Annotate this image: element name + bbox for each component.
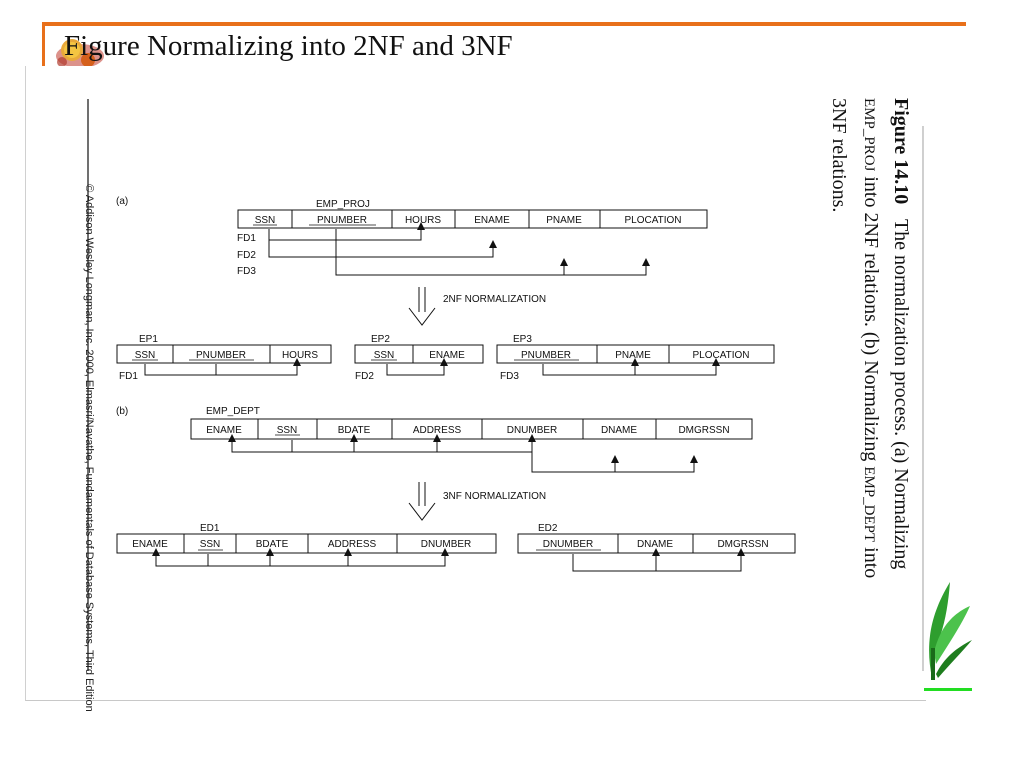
ep2-fd-arrows [386, 358, 448, 376]
ep1-name: EP1 [139, 334, 158, 345]
figure-caption-text: into [860, 176, 882, 208]
ed1-fd-arrows [152, 548, 449, 567]
svg-text:DNUMBER: DNUMBER [543, 539, 594, 550]
emp-proj-attr: PNAME [546, 215, 582, 226]
ep1-table: SSN PNUMBER HOURS [116, 344, 332, 364]
decorative-green-line [924, 688, 972, 691]
ep1-fd-arrows [144, 358, 301, 376]
title-accent-left-bar [42, 22, 45, 66]
svg-text:ADDRESS: ADDRESS [328, 539, 377, 550]
ed1-name: ED1 [200, 523, 220, 534]
svg-text:SSN: SSN [135, 350, 156, 361]
svg-text:HOURS: HOURS [282, 350, 318, 361]
ep3-table: PNUMBER PNAME PLOCATION [496, 344, 775, 364]
figure-caption-emp-dept: EMP_DEPT [861, 466, 877, 543]
svg-text:SSN: SSN [200, 539, 221, 550]
normalization-label: 3NF NORMALIZATION [443, 491, 546, 502]
figure-caption: Figure 14.10 The normalization process. … [824, 98, 916, 618]
svg-text:ENAME: ENAME [132, 539, 168, 550]
emp-proj-table: SSN PNUMBER HOURS ENAME PNAME PLOCATION [237, 209, 708, 229]
emp-proj-name: EMP_PROJ [316, 199, 370, 210]
figure-caption-text: 2NF relations. (b) Normalizing [860, 212, 882, 462]
figure-top-edge [26, 66, 926, 68]
emp-dept-attr: DNUMBER [507, 425, 558, 436]
fd-label: FD3 [237, 266, 256, 277]
fd-label: FD1 [237, 233, 256, 244]
emp-dept-name: EMP_DEPT [206, 406, 260, 417]
copyright-caption: © Addison Wesley Longman, Inc. 2000, Elm… [83, 184, 95, 712]
emp-proj-attr: PNUMBER [317, 215, 367, 226]
ed2-table: DNUMBER DNAME DMGRSSN [517, 533, 796, 554]
ed2-name: ED2 [538, 523, 558, 534]
normalization-label: 2NF NORMALIZATION [443, 294, 546, 305]
svg-text:DMGRSSN: DMGRSSN [717, 539, 768, 550]
normalization-diagram: (a) EMP_PROJ SSN PNUMBER HOURS ENAME PNA… [26, 66, 926, 671]
fd1-arrows [268, 222, 425, 241]
fd-label: FD2 [355, 371, 374, 382]
emp-dept-attr: DMGRSSN [678, 425, 729, 436]
emp-dept-attr: ADDRESS [413, 425, 462, 436]
figure-caption-text: The normalization process. (a) Normalizi… [890, 218, 912, 570]
emp-dept-attr: DNAME [601, 425, 637, 436]
normalization-arrow [408, 482, 436, 521]
emp-dept-fd-arrows [228, 434, 698, 473]
fd-label: FD3 [500, 371, 519, 382]
slide-title: Figure Normalizing into 2NF and 3NF [64, 30, 513, 62]
part-a-label: (a) [116, 196, 128, 207]
emp-dept-attr: SSN [277, 425, 298, 436]
normalization-arrow [408, 287, 436, 326]
ep3-name: EP3 [513, 334, 532, 345]
ep3-fd-arrows [542, 358, 720, 376]
leaf-icon [929, 582, 972, 680]
fd3-arrows [335, 240, 650, 276]
fd-label: FD1 [119, 371, 138, 382]
emp-dept-attr: BDATE [338, 425, 371, 436]
svg-text:DNAME: DNAME [637, 539, 673, 550]
svg-text:DNUMBER: DNUMBER [421, 539, 472, 550]
title-accent-bar [42, 22, 966, 26]
emp-proj-attr: PLOCATION [624, 215, 681, 226]
ep2-name: EP2 [371, 334, 390, 345]
part-b-label: (b) [116, 406, 128, 417]
figure-frame: (a) EMP_PROJ SSN PNUMBER HOURS ENAME PNA… [25, 66, 926, 712]
figure-caption-emp-proj: EMP_PROJ [861, 98, 877, 172]
emp-dept-table: ENAME SSN BDATE ADDRESS DNUMBER DNAME DM… [190, 418, 753, 440]
emp-proj-attr: ENAME [474, 215, 510, 226]
fd2-arrows [268, 240, 497, 258]
emp-proj-attr: HOURS [405, 215, 441, 226]
ed1-table: ENAME SSN BDATE ADDRESS DNUMBER [116, 533, 497, 554]
emp-dept-attr: ENAME [206, 425, 242, 436]
svg-text:PLOCATION: PLOCATION [692, 350, 749, 361]
ep2-table: SSN ENAME [354, 344, 484, 364]
svg-text:SSN: SSN [374, 350, 395, 361]
figure-caption-number: Figure 14.10 [890, 98, 912, 205]
svg-text:PNUMBER: PNUMBER [521, 350, 571, 361]
mascot-icon [56, 39, 104, 68]
svg-text:PNAME: PNAME [615, 350, 651, 361]
svg-text:ENAME: ENAME [429, 350, 465, 361]
svg-text:BDATE: BDATE [256, 539, 289, 550]
ed2-fd-arrows [572, 548, 745, 572]
svg-text:PNUMBER: PNUMBER [196, 350, 246, 361]
emp-proj-attr: SSN [255, 215, 276, 226]
fd-label: FD2 [237, 250, 256, 261]
